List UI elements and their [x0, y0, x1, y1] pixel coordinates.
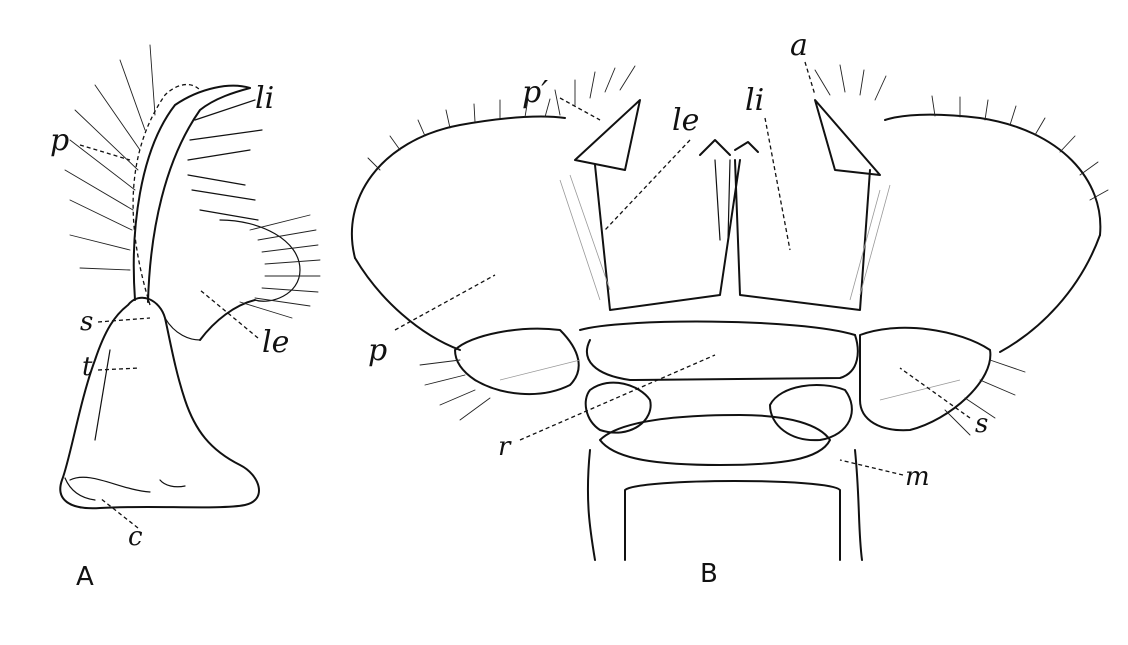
bristles-a — [64, 44, 321, 319]
label-b-p: p — [368, 333, 387, 368]
label-a-le: le — [262, 325, 289, 360]
label-a-c: c — [128, 522, 143, 552]
label-a-s: s — [80, 307, 93, 337]
label-b-li: li — [745, 83, 764, 118]
label-b-a: a — [790, 28, 808, 63]
label-b-r: r — [498, 432, 512, 462]
bristles-b — [367, 64, 1109, 436]
label-b-le: le — [672, 103, 699, 138]
label-b-m: m — [905, 462, 930, 492]
label-b-p-prime: p′ — [522, 75, 548, 110]
figure-b-drawing — [350, 64, 1109, 561]
label-a-t: t — [82, 352, 93, 382]
caption-a: A — [76, 562, 94, 592]
label-b-s: s — [975, 409, 988, 439]
caption-b: B — [700, 559, 718, 589]
label-a-li: li — [255, 81, 274, 116]
label-a-p: p — [50, 123, 69, 158]
figure-a-drawing — [59, 44, 321, 510]
